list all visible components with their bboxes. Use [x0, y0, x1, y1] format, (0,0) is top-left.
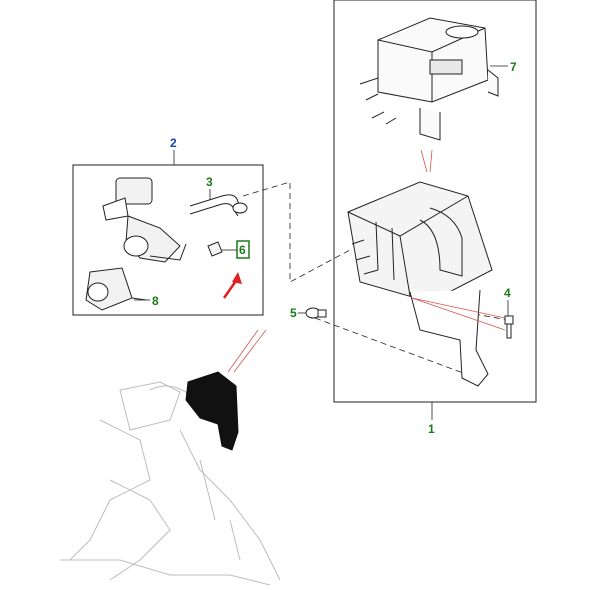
- callout-4[interactable]: 4: [504, 286, 511, 300]
- purge-valve-illustration: [85, 177, 187, 311]
- small-clip-icon: [207, 241, 223, 257]
- callout-8[interactable]: 8: [152, 294, 159, 308]
- callout-6[interactable]: 6: [239, 243, 246, 257]
- callout-3[interactable]: 3: [206, 175, 213, 189]
- engine-ghost-illustration: [60, 381, 281, 586]
- canister-top-illustration: [359, 17, 499, 141]
- highlight-box: [236, 240, 250, 259]
- hose-icon: [189, 194, 248, 217]
- clip-icon: [305, 307, 327, 319]
- callout-5[interactable]: 5: [290, 306, 297, 320]
- arrow-icon: [222, 272, 242, 299]
- leader-lines: [227, 149, 506, 373]
- bolt-icon: [504, 315, 514, 339]
- canister-illustration: [347, 181, 493, 387]
- callout-7[interactable]: 7: [510, 60, 517, 74]
- callout-1[interactable]: 1: [428, 422, 435, 436]
- group-frame-2: [72, 164, 264, 316]
- callout-2[interactable]: 2: [170, 136, 177, 150]
- highlighted-assembly-illustration: [185, 371, 239, 451]
- callout-labels: 1 2 3 4 5 6 7 8: [134, 60, 517, 436]
- group-frame-1: [333, 0, 537, 403]
